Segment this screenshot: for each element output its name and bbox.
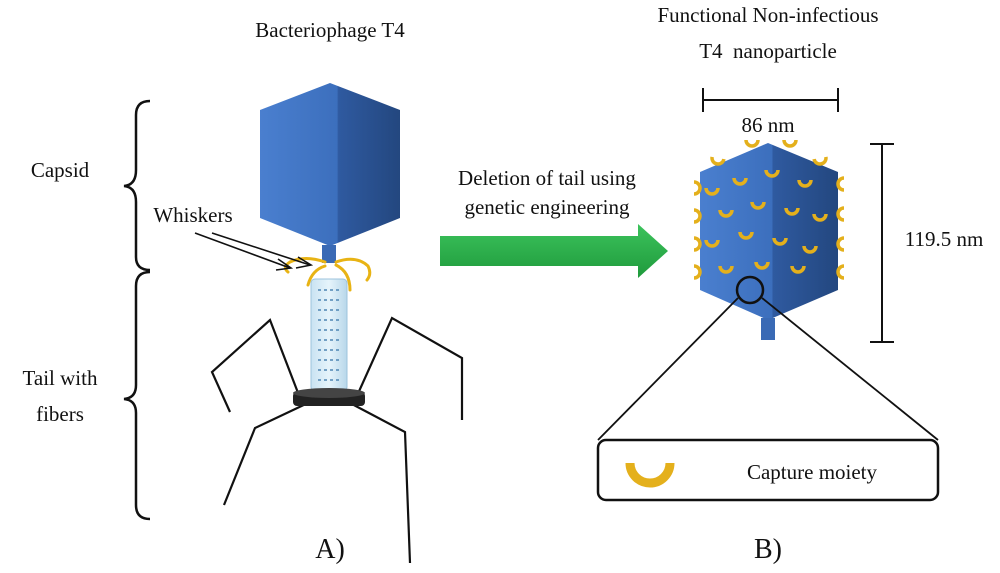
capture-moiety-mark — [718, 265, 734, 274]
capture-moiety-mark — [764, 169, 780, 178]
capture-moiety-mark — [704, 187, 720, 196]
whiskers-pointer-arrows — [194, 232, 314, 271]
zoom-lines — [597, 297, 939, 441]
capture-moiety-mark — [784, 207, 800, 216]
capture-moiety-mark — [797, 179, 813, 188]
panel-a-label: A) — [315, 534, 345, 565]
capture-moiety-mark — [802, 245, 818, 254]
capture-moieties — [693, 139, 845, 280]
panel-b-title-line2: T4 nanoparticle — [699, 39, 837, 63]
capsid-label: Capsid — [31, 158, 90, 182]
legend-label: Capture moiety — [747, 460, 878, 484]
nanoparticle-capsid — [700, 143, 838, 320]
phage-neck — [322, 245, 336, 263]
nanoparticle-neck — [761, 318, 775, 340]
capture-moiety-mark — [790, 265, 806, 274]
tail-label-line1: Tail with — [23, 366, 98, 390]
capture-moiety-mark — [718, 209, 734, 218]
capture-moiety-mark — [704, 239, 720, 248]
capsid-brace — [123, 99, 151, 272]
capture-moiety-mark — [836, 176, 845, 192]
height-dimension — [870, 143, 894, 343]
capture-moiety-mark — [710, 156, 726, 166]
tail-brace — [123, 270, 151, 521]
panel-b-label: B) — [754, 534, 782, 565]
capture-moiety-mark — [738, 231, 754, 240]
arrow-text-line1: Deletion of tail using — [458, 166, 636, 190]
panel-b-title-line1: Functional Non-infectious — [657, 3, 878, 27]
panel-a-title: Bacteriophage T4 — [255, 18, 405, 42]
capture-moiety-mark — [836, 264, 845, 280]
width-dimension — [702, 88, 839, 112]
capture-moiety-mark — [750, 201, 766, 210]
capture-moiety-mark — [836, 206, 845, 222]
green-right-arrow-icon — [440, 224, 668, 278]
capture-moiety-mark — [812, 213, 828, 222]
deletion-arrow-group: Deletion of tail using genetic engineeri… — [440, 166, 668, 278]
baseplate — [293, 388, 365, 406]
capture-moiety-mark — [782, 139, 798, 148]
tail-fibers — [210, 316, 464, 564]
width-label: 86 nm — [741, 113, 794, 137]
capture-moiety-mark — [732, 177, 748, 186]
arrow-text-line2: genetic engineering — [464, 195, 630, 219]
capture-moiety-mark — [836, 236, 845, 252]
capture-moiety-mark — [693, 208, 702, 224]
zoom-circle — [735, 275, 765, 305]
capture-moiety-mark — [772, 237, 788, 246]
capture-moiety-mark — [693, 180, 702, 196]
legend-box — [596, 438, 940, 502]
tail-sheath — [310, 278, 348, 392]
capture-moiety-mark — [812, 156, 828, 166]
capture-moiety-mark — [744, 139, 760, 148]
capture-moiety-mark — [693, 236, 702, 252]
panel-a: Bacteriophage T4 Capsid Tail with fibers… — [23, 18, 464, 565]
tail-sheath-stripes — [318, 289, 340, 381]
panel-b: Functional Non-infectious T4 nanoparticl… — [596, 3, 984, 565]
tail-label-line2: fibers — [36, 402, 84, 426]
capture-moiety-mark — [693, 264, 702, 280]
height-label: 119.5 nm — [905, 227, 984, 251]
capture-moiety-mark — [754, 261, 770, 270]
phage-capsid — [260, 83, 400, 246]
capture-moiety-icon — [625, 462, 675, 488]
whiskers-label: Whiskers — [153, 203, 232, 227]
